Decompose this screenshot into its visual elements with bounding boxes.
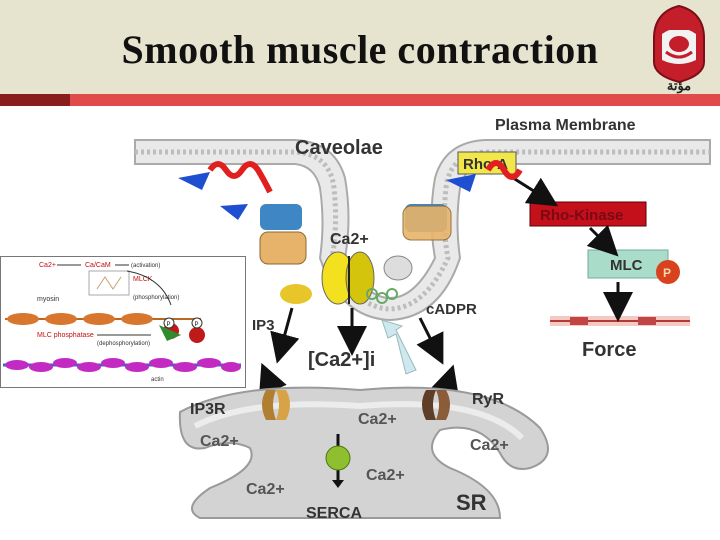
inset-mlc-phosphatase-label: MLC phosphatase xyxy=(37,332,94,339)
ligand-left2-icon xyxy=(220,204,248,220)
rho-kinase-label: Rho-Kinase xyxy=(540,207,623,224)
ryr-channel-icon xyxy=(422,390,450,420)
sr-label: SR xyxy=(456,490,487,515)
header-rule-light xyxy=(70,94,720,106)
slide-header xyxy=(0,0,720,94)
caveolae-label: Caveolae xyxy=(295,137,383,159)
signaling-diagram: Plasma Membrane Caveolae Rho-A Rho-Kinas… xyxy=(134,117,711,522)
arrow-cadpr-down xyxy=(416,317,444,365)
force-label: Force xyxy=(582,339,636,361)
mlc-phosphate-label: P xyxy=(663,266,671,280)
logo-text: مؤتة xyxy=(667,78,691,94)
arrow-rho-a-to-kinase xyxy=(509,174,559,207)
university-logo: مؤتة xyxy=(653,4,705,94)
sr-ca-label-4: Ca2+ xyxy=(366,467,405,484)
inset-phosphate-1-icon xyxy=(163,317,175,329)
receptor-left-icon xyxy=(207,161,307,265)
cadpr-cluster-icon xyxy=(366,288,398,304)
sarcoplasmic-reticulum xyxy=(178,386,549,519)
sr-ca-label-5: Ca2+ xyxy=(246,481,285,498)
inset-cacam-label: Ca/CaM xyxy=(85,262,111,269)
serca-label: SERCA xyxy=(306,505,362,522)
ligand-left-icon xyxy=(178,172,210,190)
mlc-phosphate-icon xyxy=(656,260,680,284)
arrow-ip3-down xyxy=(270,307,300,364)
mlc-label: MLC xyxy=(610,257,643,274)
inset-activation-label: (activation) xyxy=(131,263,160,269)
inset-actin-filament xyxy=(3,358,241,372)
header-rule-dark xyxy=(0,94,70,106)
inset-phosphorylation-label: (phosphorylation) xyxy=(133,295,179,301)
ryr-label: RyR xyxy=(472,391,504,408)
inset-dephosphorylation-label: (dephosphorylation) xyxy=(97,341,150,347)
slide-title: Smooth muscle contraction xyxy=(121,27,599,72)
ip3-label: IP3 xyxy=(252,317,275,334)
sr-ca-label-3: Ca2+ xyxy=(470,437,509,454)
cytosolic-ca-label: [Ca2+]i xyxy=(308,349,375,371)
inset-phosphate-1-label: P xyxy=(167,322,171,328)
ip3-node-icon xyxy=(280,284,312,304)
ligand-right-icon xyxy=(446,174,476,192)
cadpr-label: cADPR xyxy=(426,301,477,318)
inset-actin-label: actin xyxy=(151,377,164,383)
ca-channel-icon xyxy=(321,251,375,305)
ip3r-label: IP3R xyxy=(190,401,226,418)
ip3r-channel-icon xyxy=(262,390,290,420)
inset-phosphate-2-icon xyxy=(191,317,203,329)
mlc-box xyxy=(587,249,669,279)
inset-phosphate-2-label: P xyxy=(195,322,199,328)
arrow-kinase-to-mlc xyxy=(586,224,619,257)
sr-ca-label-2: Ca2+ xyxy=(358,411,397,428)
inset-myosin-label: myosin xyxy=(37,296,59,303)
sr-ca-label-1: Ca2+ xyxy=(200,433,239,450)
plasma-membrane-label: Plasma Membrane xyxy=(495,117,636,134)
ca-channel-label: Ca2+ xyxy=(330,231,369,248)
receptor-right-icon xyxy=(402,160,523,241)
reuptake-arrow-icon xyxy=(381,319,417,375)
filament-icon xyxy=(550,316,690,326)
inset-ca-label: Ca2+ xyxy=(39,262,56,269)
cadpr-node-icon xyxy=(383,255,413,281)
serca-pump-icon xyxy=(325,434,351,488)
mlck-inset: Ca2+ Ca/CaM (activation) MLCK myosin (ph… xyxy=(0,256,246,388)
inset-mlck-label: MLCK xyxy=(133,276,153,283)
